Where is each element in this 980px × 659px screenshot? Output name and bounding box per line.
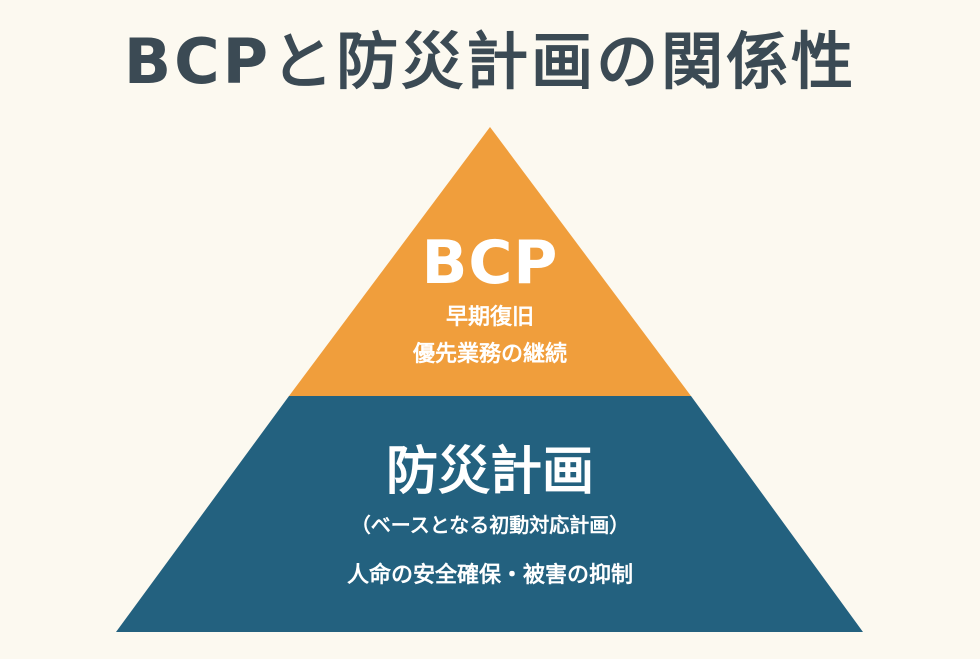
pyramid-bottom-tier: [116, 396, 863, 632]
pyramid-top-tier: [289, 127, 691, 396]
bcp-heading: BCP: [421, 228, 559, 298]
disaster-plan-heading: 防災計画: [385, 442, 594, 502]
bcp-line-early-recovery: 早期復旧: [445, 305, 534, 330]
bcp-line-priority-continuity: 優先業務の継続: [412, 342, 567, 367]
disaster-plan-line-safety: 人命の安全確保・被害の抑制: [346, 563, 633, 588]
disaster-plan-line-base: （ベースとなる初動対応計画）: [350, 513, 630, 537]
diagram-title: BCPと防災計画の関係性: [123, 25, 857, 98]
